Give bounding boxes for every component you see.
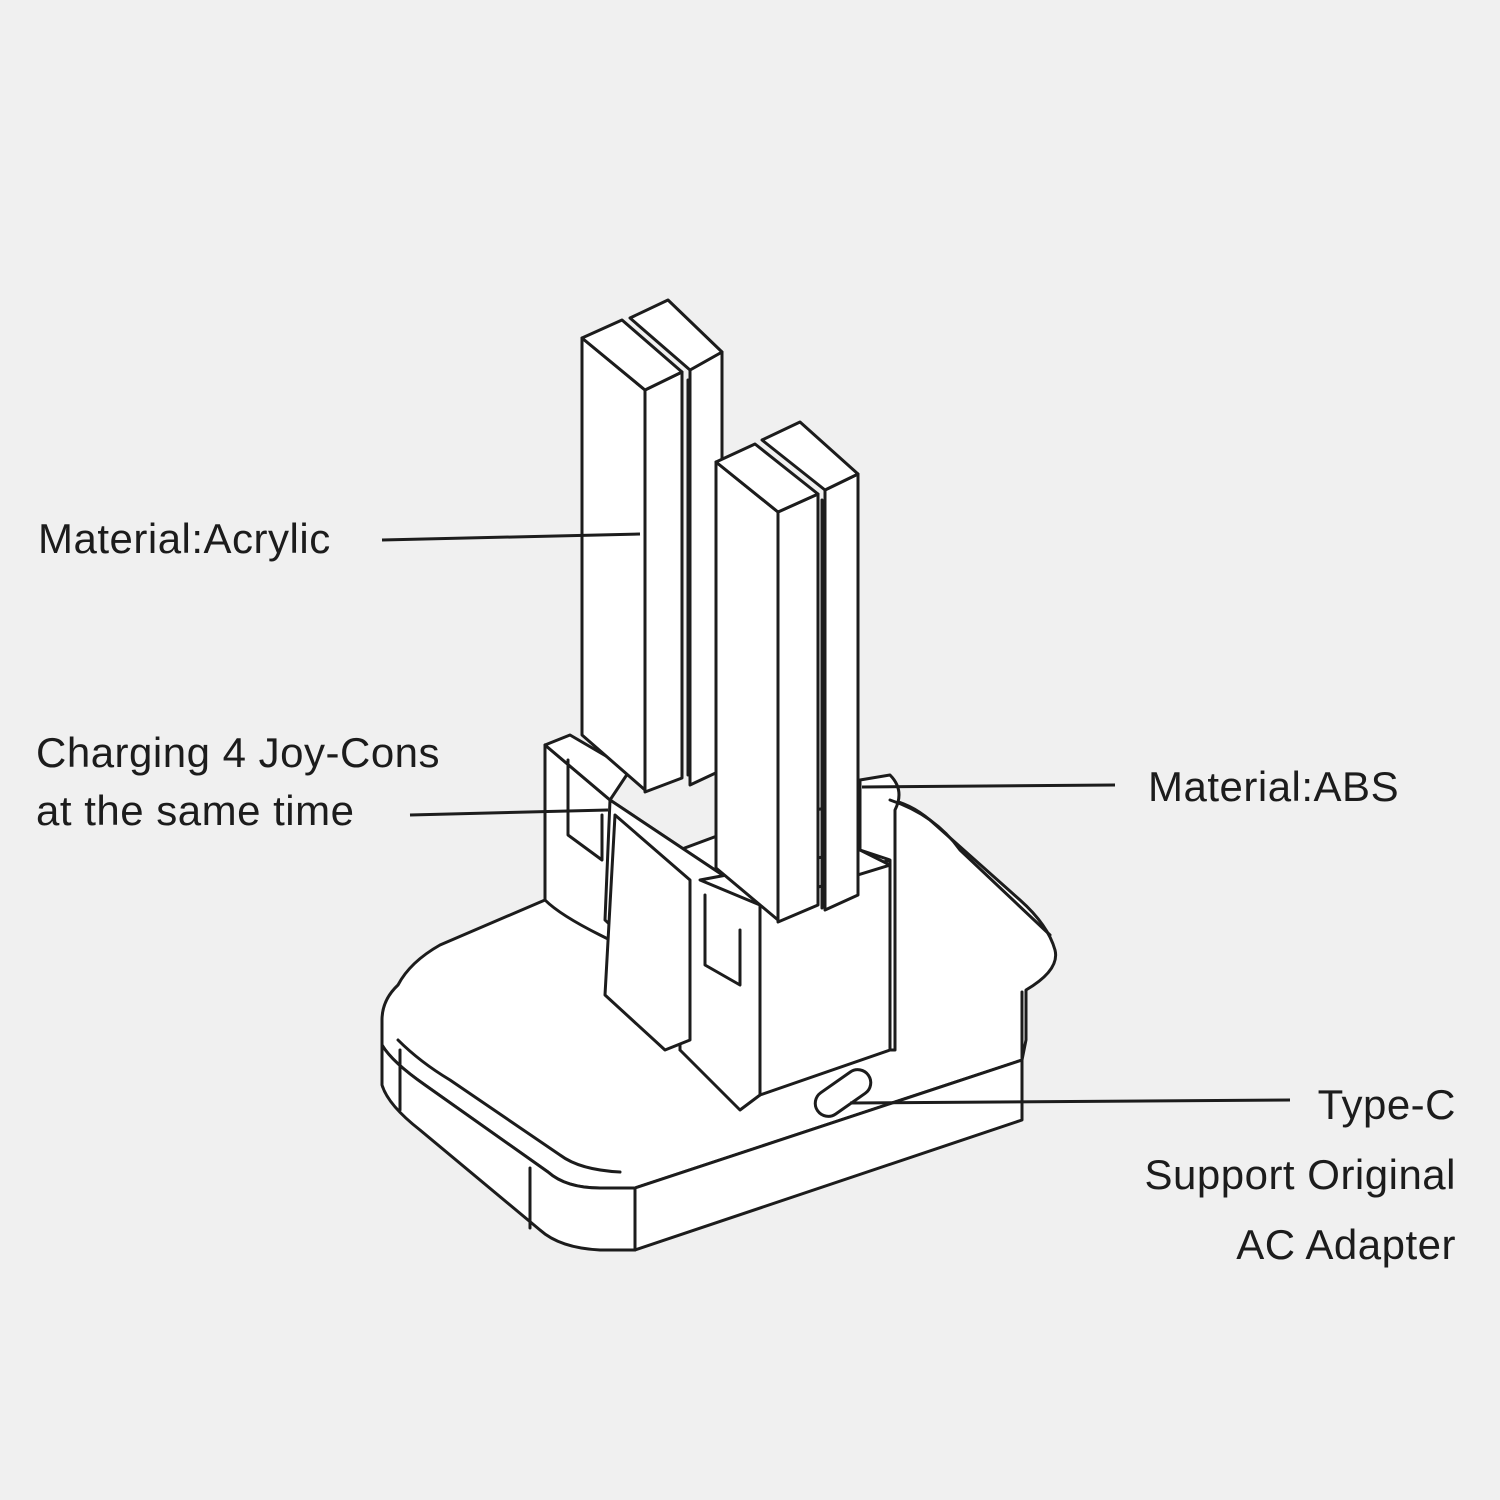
dock-body [543, 733, 1052, 1112]
pillar-front-left-face [714, 460, 780, 922]
callout-charging: Charging 4 Joy-Cons at the same time [36, 724, 440, 840]
pillar-back-left-top [580, 318, 684, 392]
callout-charging-line2: at the same time [36, 787, 355, 834]
callout-charging-line1: Charging 4 Joy-Cons [36, 729, 441, 776]
callout-typec-line1: Type-C [1317, 1081, 1456, 1128]
pillar-back-pair [580, 298, 724, 794]
pillar-front-left-top [714, 442, 820, 514]
pillar-back-right-top [628, 298, 724, 372]
body-right-slot [703, 893, 742, 987]
base-inner-edge [396, 1038, 622, 1174]
callout-abs: Material:ABS [1148, 758, 1399, 816]
callout-acrylic: Material:Acrylic [38, 510, 331, 568]
callout-typec-line3: AC Adapter [1236, 1221, 1456, 1268]
pillar-front-right-face [823, 472, 860, 912]
pillar-front-right-top [760, 420, 860, 492]
callout-typec: Type-C Support Original AC Adapter [1145, 1070, 1457, 1280]
callout-typec-line2: Support Original [1144, 1151, 1456, 1198]
pillar-front-left-side [776, 492, 820, 924]
pillar-back-left-side [643, 370, 684, 794]
leader-typec [849, 1098, 1291, 1105]
body-right-side [858, 773, 901, 1052]
callout-acrylic-line1: Material:Acrylic [38, 515, 331, 562]
callout-abs-line1: Material:ABS [1148, 763, 1400, 810]
leader-abs [861, 783, 1116, 789]
body-left-slot [566, 758, 604, 862]
dock-illustration [380, 298, 1058, 1252]
body-ramp [603, 813, 692, 1052]
leader-lines [381, 532, 1291, 1105]
leader-acrylic [381, 532, 641, 542]
body-back-edge [888, 798, 1052, 937]
leader-charging [409, 808, 609, 817]
pillar-back-left-face [580, 336, 647, 792]
pillar-front-pair [714, 420, 860, 924]
